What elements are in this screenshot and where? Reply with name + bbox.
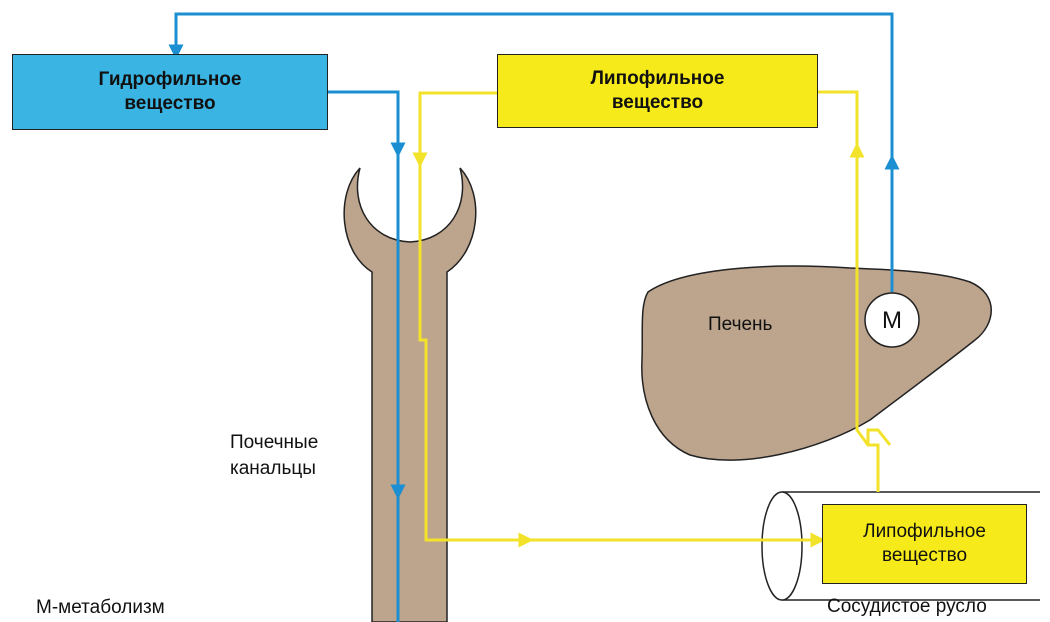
- renal-tubules-line1: Почечные: [230, 430, 318, 456]
- lipophilic-substance-box-top: Липофильное вещество: [497, 54, 818, 128]
- hydrophilic-substance-box: Гидрофильное вещество: [12, 54, 328, 130]
- lipophilic-substance-box-vessel: Липофильное вещество: [822, 504, 1027, 584]
- hydrophilic-box-line1: Гидрофильное: [99, 68, 242, 92]
- hydrophilic-box-line2: вещество: [99, 92, 242, 116]
- legend-metabolism: М-метаболизм: [36, 595, 165, 621]
- lipophilic-top-line1: Липофильное: [591, 67, 725, 91]
- metabolism-node-label: М: [882, 307, 902, 334]
- lipophilic-top-line2: вещество: [591, 91, 725, 115]
- liver-shape: [642, 266, 991, 460]
- renal-tubules-line2: канальцы: [230, 456, 318, 482]
- renal-tubules-label: Почечные канальцы: [230, 430, 318, 482]
- liver-label: Печень: [708, 312, 772, 338]
- vessel-label: Сосудистое русло: [827, 594, 987, 620]
- lipophilic-vessel-line1: Липофильное: [863, 520, 986, 544]
- vessel-opening: [762, 492, 802, 600]
- lipophilic-vessel-line2: вещество: [863, 544, 986, 568]
- renal-tubule-shape: [344, 168, 476, 622]
